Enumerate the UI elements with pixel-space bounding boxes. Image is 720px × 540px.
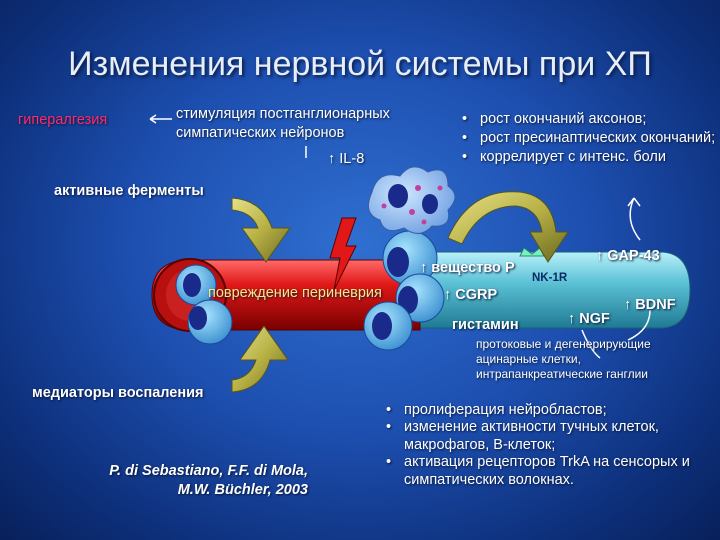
il8-label: ↑ IL-8	[328, 150, 364, 169]
arrow-mediators	[232, 326, 288, 392]
reference-line-2: M.W. Büchler, 2003	[40, 481, 308, 500]
stimulation-text: стимуляция постганглионарных симпатическ…	[176, 105, 466, 143]
bottom-bullet-1: пролиферация нейробластов;	[384, 402, 710, 419]
cgrp-label: ↑ CGRP	[444, 286, 497, 305]
substance-p-label: ↑ вещество Р	[420, 259, 515, 278]
cells-text: протоковые и дегенерирующие ацинарные кл…	[476, 337, 696, 382]
ngf-label: ↑ NGF	[568, 310, 610, 329]
gap43-label: ↑ GAP-43	[596, 247, 660, 266]
perineurium-damage-label: повреждение периневрия	[208, 284, 382, 303]
arrow-enzymes	[232, 198, 290, 262]
top-bullet-2: рост пресинаптических окончаний;	[460, 129, 718, 148]
stimulation-line-1: стимуляция постганглионарных	[176, 105, 466, 124]
top-bullet-1: рост окончаний аксонов;	[460, 110, 718, 129]
bottom-bullet-3: активация рецепторов TrkA на сенсорых и …	[384, 454, 710, 489]
arrow-to-receptor	[448, 192, 568, 262]
top-bullet-list: рост окончаний аксонов; рост пресинаптич…	[460, 110, 718, 167]
hyperalgesia-label: гипералгезия	[18, 111, 107, 130]
histamine-label: гистамин	[452, 316, 519, 335]
reference: P. di Sebastiano, F.F. di Mola, M.W. Büc…	[40, 462, 308, 500]
inflammation-mediators-label: медиаторы воспаления	[32, 384, 204, 403]
bottom-bullet-2: изменение активности тучных клеток, макр…	[384, 419, 710, 454]
top-bullet-3: коррелирует с интенс. боли	[460, 148, 718, 167]
macrophage-icon	[368, 167, 455, 234]
active-enzymes-label: активные ферменты	[54, 182, 204, 201]
arrow-hyperalgesia	[150, 115, 172, 123]
nk1r-label: NK-1R	[532, 271, 567, 286]
cell-left-bottom	[188, 300, 232, 344]
reference-line-1: P. di Sebastiano, F.F. di Mola,	[40, 462, 308, 481]
bottom-bullet-list: пролиферация нейробластов; изменение акт…	[384, 402, 710, 489]
cell-right-3	[364, 302, 412, 350]
stimulation-line-2: симпатических нейронов	[176, 124, 466, 143]
arrow-bdnf	[628, 198, 640, 240]
bdnf-label: ↑ BDNF	[624, 296, 676, 315]
